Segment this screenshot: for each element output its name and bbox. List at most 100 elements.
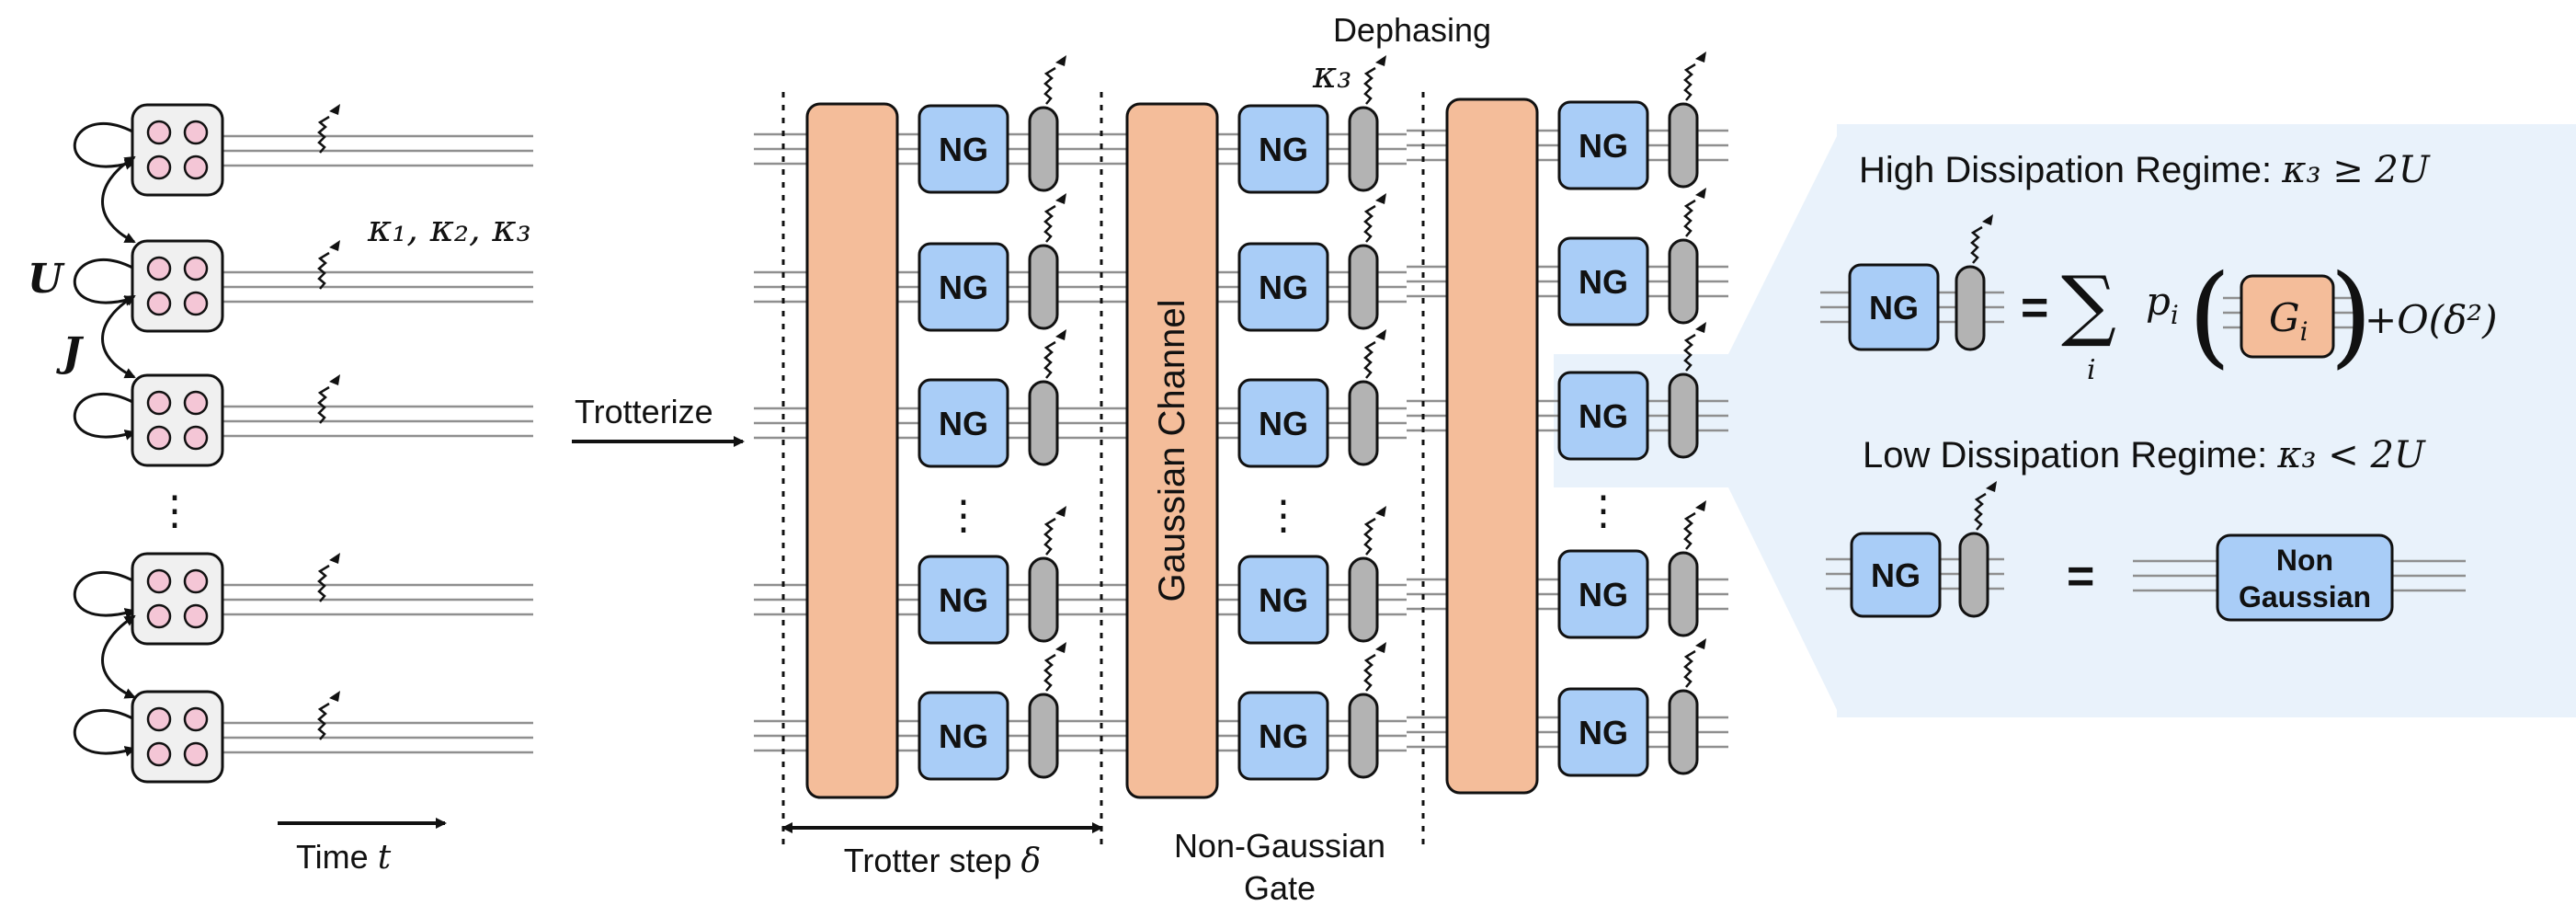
col-1-row-5-ng-box: [918, 691, 1009, 781]
col-3-row-3-emission: [1683, 322, 1706, 372]
col-3-row-3-emission-wave: [1683, 333, 1696, 372]
coupling-J-label: J: [56, 329, 85, 376]
col-2-row-1-emission-head: [1375, 55, 1386, 66]
col-3-row-5-emission: [1683, 638, 1706, 688]
site-3-emission: [317, 374, 340, 424]
site-4-box: [131, 552, 224, 646]
middle-vdots-2: ⋮: [1263, 493, 1304, 538]
col-3-row-2-emission-wave: [1683, 199, 1696, 237]
middle-vdots-3: ⋮: [1583, 488, 1624, 533]
gaussian-block-3: [1445, 97, 1539, 795]
non-gaussian-line1: Non: [2276, 544, 2333, 577]
gate-Gi-label: Gi: [2269, 295, 2308, 347]
site-1-mode-0: [146, 120, 172, 145]
gaussian-channel-label: Gaussian Channel: [1152, 299, 1192, 602]
col-3-row-4-ng-box: [1557, 549, 1649, 639]
low-emission-head: [1986, 481, 1997, 492]
col-1-row-2-emission-head: [1055, 193, 1066, 204]
left-vdots: ⋮: [154, 488, 195, 533]
sum-symbol: ∑: [2061, 259, 2116, 350]
site-4-self-loop: [73, 570, 136, 619]
remainder-term: +O(δ²): [2365, 297, 2498, 342]
non-gaussian-gate-label-line1: Non-Gaussian: [1174, 827, 1385, 865]
col-3-row-2-ng-label: NG: [1579, 263, 1628, 301]
site-1-emission-wave: [317, 115, 330, 154]
col-3-row-5-ng-box: [1557, 687, 1649, 777]
site-5-self-loop: [73, 708, 136, 757]
high-ng-label: NG: [1869, 289, 1919, 327]
col-3-row-5-dissipator: [1668, 689, 1699, 775]
col-1-row-3-ng-label: NG: [939, 405, 988, 442]
col-2-row-5-emission-head: [1375, 642, 1386, 653]
col-3-row-2-dissipator: [1668, 238, 1699, 325]
col-1-row-5-emission: [1043, 642, 1066, 692]
col-2-row-3-emission-wave: [1363, 340, 1376, 379]
non-gaussian-gate-label-line2: Gate: [1244, 869, 1316, 907]
col-3-row-2-emission-head: [1695, 188, 1706, 199]
low-dissipator: [1958, 532, 1989, 618]
col-2-row-3-ng-label: NG: [1259, 405, 1308, 442]
col-1-row-5-emission-head: [1055, 642, 1066, 653]
low-regime-title: Low Dissipation Regime: κ₃ < 2U: [1863, 434, 2426, 476]
lattice-sites: [73, 103, 533, 784]
site-5-mode-3: [183, 741, 209, 767]
gaussian-block-2: [1125, 102, 1219, 799]
col-1-row-3-dissipator: [1028, 380, 1059, 466]
left-paren: (: [2188, 252, 2231, 380]
sum-index: i: [2087, 354, 2096, 386]
col-1-row-1-dissipator: [1028, 106, 1059, 192]
col-3-row-2-ng-box: [1557, 236, 1649, 327]
coupling-arc-1-2: [101, 155, 136, 244]
site-3-mode-0: [146, 390, 172, 416]
site-2-emission-head: [329, 240, 340, 251]
col-2-row-3-emission: [1363, 329, 1386, 379]
col-1-row-4-ng-label: NG: [939, 581, 988, 619]
trotterize-label: Trotterize: [575, 393, 713, 430]
low-ng-label: NG: [1871, 556, 1921, 594]
site-1-box: [131, 103, 224, 197]
col-2-row-5-dissipator: [1348, 693, 1379, 779]
col-2-row-2-ng-box: [1237, 242, 1329, 332]
site-2-emission-wave: [317, 251, 330, 290]
site-3-mode-2: [146, 425, 172, 451]
low-emission-wave: [1974, 492, 1987, 531]
site-5-emission-wave: [317, 702, 330, 740]
col-1-row-2-emission: [1043, 193, 1066, 243]
col-3-row-1-dissipator: [1668, 102, 1699, 189]
trotter-step-label: Trotter step δ: [844, 842, 1041, 880]
time-label: Time t: [296, 838, 392, 877]
site-4-mode-3: [183, 603, 209, 629]
col-3-row-5-ng-label: NG: [1579, 714, 1628, 751]
site-5-emission: [317, 691, 340, 740]
high-emission-head: [1982, 214, 1993, 225]
col-3-row-1-ng-label: NG: [1579, 127, 1628, 165]
site-3-emission-wave: [317, 385, 330, 424]
gaussian-blocks: [805, 97, 1539, 799]
col-1-row-1-emission: [1043, 55, 1066, 105]
site-5-mode-0: [146, 706, 172, 732]
low-emission: [1974, 481, 1997, 531]
col-2-row-5-ng-label: NG: [1259, 717, 1308, 755]
coupling-arc-4-5: [101, 614, 136, 699]
dissipation-rates-label: κ₁, κ₂, κ₃: [367, 208, 531, 250]
col-2-row-4-dissipator: [1348, 556, 1379, 643]
trotter-step-dividers: [781, 92, 1425, 846]
col-2-row-4-ng-label: NG: [1259, 581, 1308, 619]
col-3-row-4-emission: [1683, 500, 1706, 550]
low-equals: =: [2067, 550, 2094, 603]
site-2-mode-1: [183, 256, 209, 281]
gaussian-block-1: [805, 102, 899, 799]
col-3-row-5-emission-head: [1695, 638, 1706, 649]
site-1-self-loop: [73, 121, 136, 170]
col-3-row-3-emission-head: [1695, 322, 1706, 333]
regime-panel: [1554, 124, 2576, 717]
col-2-row-5-ng-box: [1237, 691, 1329, 781]
col-3-row-5-emission-wave: [1683, 649, 1696, 688]
site-2-mode-3: [183, 291, 209, 316]
site-2-box: [131, 239, 224, 333]
coupling-U-label: U: [28, 256, 65, 303]
col-1-row-4-emission-wave: [1043, 517, 1056, 556]
middle-vdots-1: ⋮: [943, 493, 984, 538]
col-1-row-3-emission-head: [1055, 329, 1066, 340]
